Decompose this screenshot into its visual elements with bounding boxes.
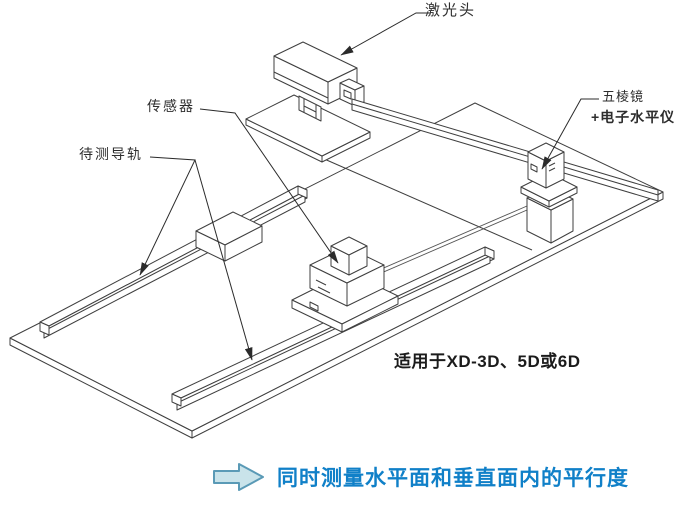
- label-pentaprism: 五棱镜: [602, 89, 645, 104]
- laser-head-drawing: [273, 41, 365, 107]
- applicability-caption: 适用于XD-3D、5D或6D: [394, 352, 581, 371]
- guide-rail-1-drawing: [39, 185, 308, 339]
- label-laser-head: 激光头: [425, 2, 477, 19]
- label-electronic-level: +电子水平仪: [591, 109, 676, 125]
- laser-shelf-drawing: [245, 94, 371, 163]
- reflected-laser-beam: [371, 205, 528, 278]
- leader-sensor: [199, 108, 339, 264]
- right-arrow-icon: [213, 463, 264, 491]
- footer-statement: 同时测量水平面和垂直面内的平行度: [211, 462, 629, 492]
- footer-text: 同时测量水平面和垂直面内的平行度: [277, 467, 629, 490]
- leader-lines: [139, 12, 599, 361]
- leader-pentaprism: [541, 98, 599, 170]
- leader-laser-head: [340, 12, 430, 56]
- sensor-drawing: [291, 236, 399, 333]
- label-sensor: 传感器: [147, 98, 195, 114]
- label-rail-under-test: 待测导轨: [79, 146, 143, 162]
- pentaprism-level-drawing: [520, 142, 578, 244]
- leader-rail-b: [194, 159, 253, 361]
